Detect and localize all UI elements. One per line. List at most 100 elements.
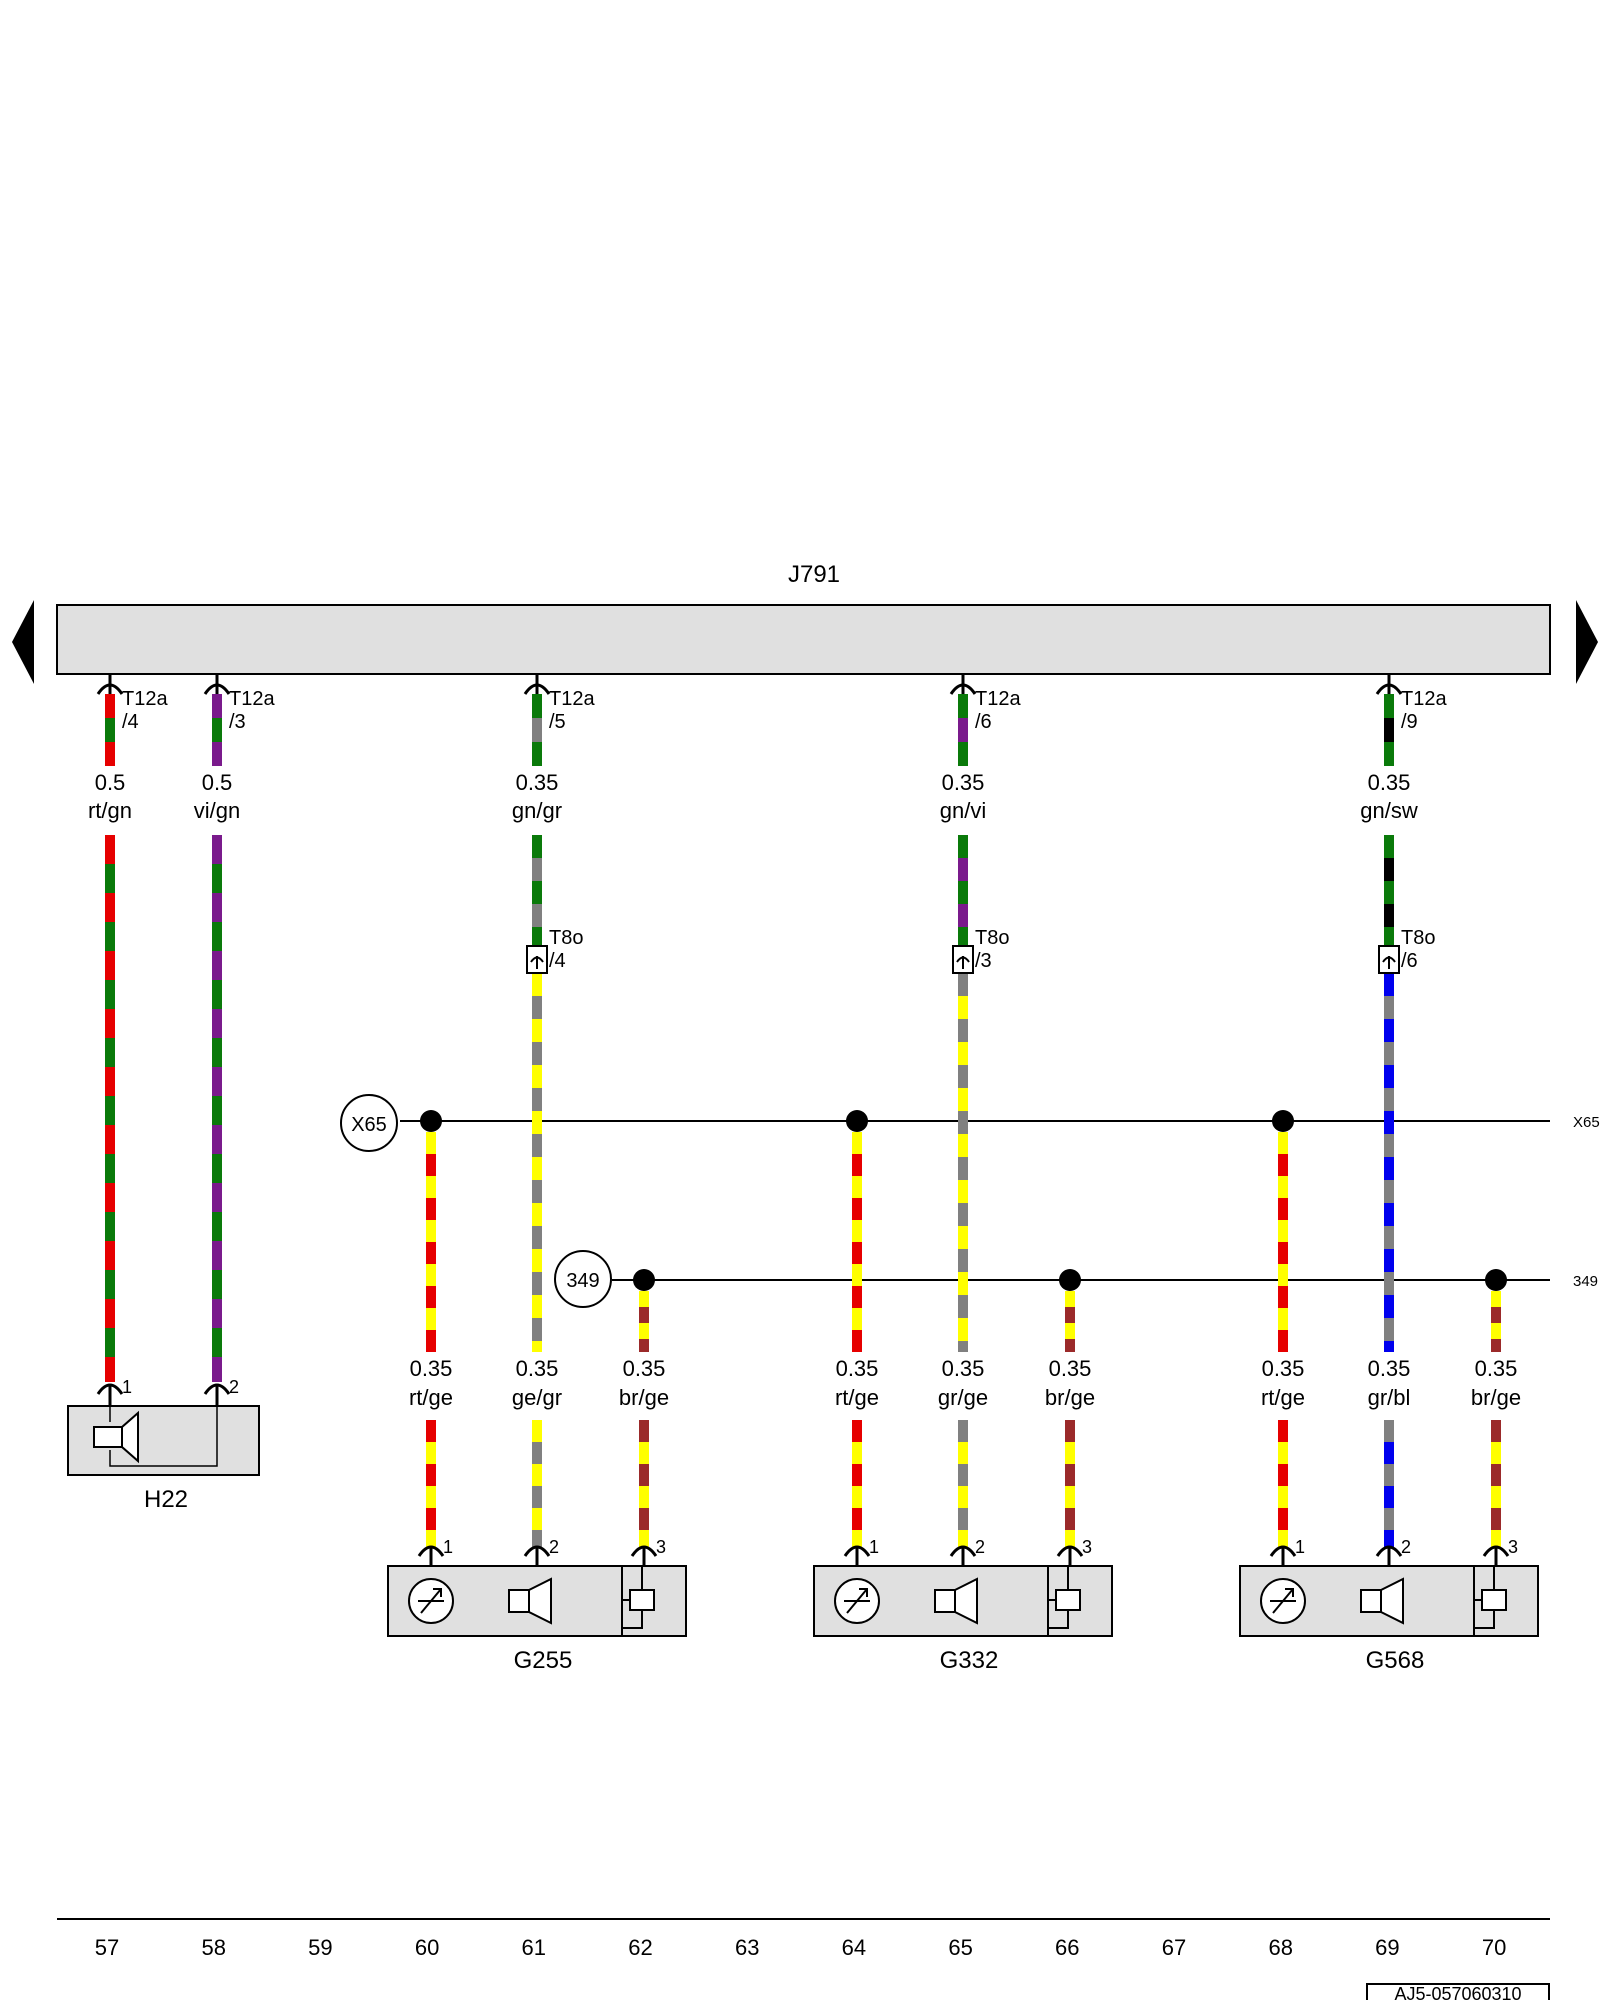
wire-stripe (532, 858, 542, 881)
wire-stripe (852, 1198, 862, 1220)
pin-connector-label: T12a (975, 688, 1021, 710)
wire-stripe (1491, 1530, 1501, 1548)
wire-branch-rt-ge (1278, 1132, 1288, 1352)
wire-stripe (532, 1420, 542, 1442)
wire-stripe (1278, 1132, 1288, 1154)
pin-number-label: /4 (122, 711, 139, 733)
terminal-pin-icon (417, 1545, 445, 1557)
pin-connector-label: T12a (549, 688, 595, 710)
junction-x65 (1272, 1110, 1294, 1132)
wire-stripe (958, 973, 968, 996)
wire-stripe (852, 1530, 862, 1548)
wire-stripe (1065, 1508, 1075, 1530)
component-pin-label: 2 (549, 1537, 559, 1557)
wire-stripe (1278, 1330, 1288, 1352)
wire-size-label: 0.5 (202, 770, 233, 795)
inline-connector-t8o-3: T8o /3 (952, 927, 1009, 974)
document-code: AJ5-057060310 (1366, 1983, 1550, 2000)
inline-connector-t8o-6: T8o /6 (1378, 927, 1435, 974)
wire-stripe (532, 973, 542, 996)
component-label: G255 (514, 1647, 573, 1674)
wire-stripe (532, 1065, 542, 1088)
wire-stripe (852, 1420, 862, 1442)
bus-349-badge (554, 1250, 612, 1308)
wire-branch-br-ge (639, 1291, 649, 1352)
wire-stripe (105, 1270, 115, 1299)
wire-stripe (958, 1420, 968, 1442)
wire-trunk-mid (532, 835, 542, 946)
track-number: 59 (308, 1935, 332, 1960)
control-unit-j791: J791 (12, 561, 1598, 684)
wire-stripe (1384, 1442, 1394, 1464)
wire-stripe (1384, 1486, 1394, 1508)
wire-stripe (958, 1508, 968, 1530)
wire-color-label: rt/ge (1261, 1385, 1305, 1410)
wire-stripe (1278, 1442, 1288, 1464)
wire-stripe (532, 1318, 542, 1341)
wire-size-label: 0.35 (1262, 1356, 1305, 1381)
wire-stripe (1278, 1508, 1288, 1530)
wire-stripe (958, 694, 968, 718)
wire-stripe (212, 1270, 222, 1299)
wire-stripe (1384, 1111, 1394, 1134)
sensor-symbol-icon (834, 1578, 880, 1624)
unit-label: J791 (788, 561, 840, 588)
wire-stripe (532, 1042, 542, 1065)
wire-stripe (105, 1067, 115, 1096)
wire-stripe (1065, 1486, 1075, 1508)
wire-stripe (532, 1249, 542, 1272)
junction-x65 (420, 1110, 442, 1132)
wire-stripe (852, 1220, 862, 1242)
wire-stripe (532, 1019, 542, 1042)
pin-t12a-4: T12a /4 0.5 rt/gn (88, 674, 168, 823)
wire-stripe (105, 1096, 115, 1125)
wire-stripe (426, 1508, 436, 1530)
wire-stripe (532, 835, 542, 858)
wire-stripe (212, 1212, 222, 1241)
continuation-left-arrow (12, 600, 34, 684)
wire-stripe (212, 1154, 222, 1183)
wire-stripe (1491, 1291, 1501, 1307)
wire-g568-1 (1278, 1420, 1288, 1548)
wire-stripe (1384, 1341, 1394, 1352)
wire-stripe (105, 694, 115, 718)
wire-stripe (1278, 1464, 1288, 1486)
wire-stripe (212, 694, 222, 718)
wire-stripe (1384, 694, 1394, 718)
wire-color-label: rt/gn (88, 798, 132, 823)
wires (105, 694, 1501, 1548)
wire-stripe (212, 835, 222, 864)
piezo-element-icon (621, 1566, 655, 1636)
track-number: 61 (522, 1935, 546, 1960)
wire-stripe (1278, 1308, 1288, 1330)
wire-stripe (1278, 1286, 1288, 1308)
component-pin-label: 3 (1082, 1537, 1092, 1557)
track-number: 60 (415, 1935, 439, 1960)
wire-stripe (958, 1295, 968, 1318)
junction-349 (1485, 1269, 1507, 1291)
wire-stripe (532, 718, 542, 742)
wire-stripe (426, 1132, 436, 1154)
wire-stripe (958, 881, 968, 904)
wire-stripe (532, 1341, 542, 1352)
inline-connector-label: T8o (1401, 927, 1435, 949)
wire-stripe (958, 927, 968, 946)
wire-stripe (1278, 1154, 1288, 1176)
wire-stripe (1384, 1249, 1394, 1272)
wire-stripe (1278, 1420, 1288, 1442)
sensor-symbol-icon (408, 1578, 454, 1624)
track-number: 62 (628, 1935, 652, 1960)
wire-stripe (1065, 1442, 1075, 1464)
wire-stripe (105, 893, 115, 922)
doc-code-label: AJ5-057060310 (1394, 1984, 1521, 2000)
wire-trunk-lower (958, 973, 968, 1352)
wire-stripe (1384, 1203, 1394, 1226)
wire-stripe (212, 893, 222, 922)
terminal-pin-icon (949, 1545, 977, 1557)
wire-stripe (105, 1125, 115, 1154)
wire-stripe (639, 1486, 649, 1508)
wire-stripe (105, 980, 115, 1009)
wire-stripe (105, 922, 115, 951)
wire-stripe (1491, 1307, 1501, 1323)
wire-stripe (105, 951, 115, 980)
